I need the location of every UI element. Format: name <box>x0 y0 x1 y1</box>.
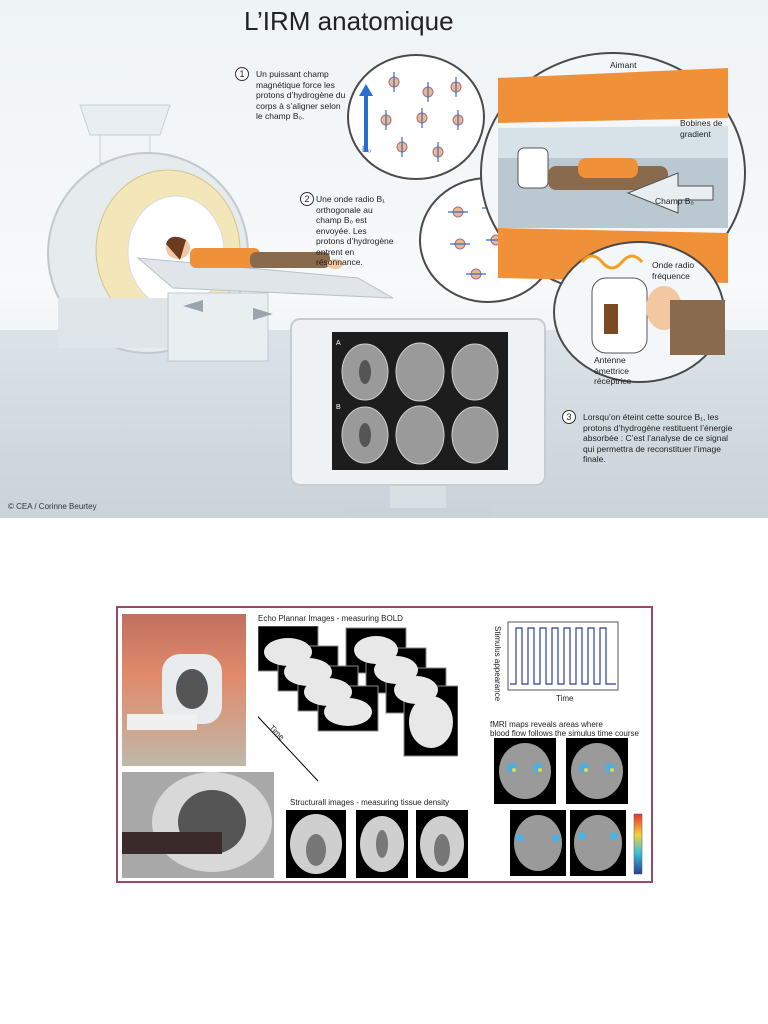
stimulus-plot <box>507 621 619 691</box>
champ-label: Champ B₀ <box>655 196 694 206</box>
protons-aligned-diagram <box>347 54 485 180</box>
structural-images <box>286 810 468 878</box>
monitor-screen: A B <box>332 332 508 470</box>
row-a-label: A <box>336 340 341 347</box>
patient-photo <box>122 772 274 878</box>
row-b-label: B <box>336 404 341 411</box>
step1-text: Un puissant champ magnétique force les p… <box>256 69 346 121</box>
step1-number: 1 <box>235 67 249 81</box>
fmri-caption-1: fMRI maps reveals areas where <box>490 720 603 729</box>
scanner-photo-art <box>127 654 222 730</box>
head-coil-diagram <box>553 241 725 383</box>
mri-scanner <box>47 152 394 362</box>
scanner-photo <box>122 614 246 766</box>
monitor-stand <box>390 486 446 508</box>
fmri-caption-2: blood flow follows the simulus time cour… <box>490 729 639 738</box>
onde-label: Onde radio fréquence <box>652 260 695 281</box>
epi-stack <box>258 626 458 782</box>
monitor-base <box>345 508 491 518</box>
epi-title: Echo Plannar Images - measuring BOLD <box>258 614 403 623</box>
mri-infographic: 1 Un puissant champ magnétique force les… <box>0 0 768 518</box>
fmri-maps <box>494 738 643 876</box>
step3-number: 3 <box>562 410 576 424</box>
stimulus-ylabel: Stimulus appearance <box>493 626 502 702</box>
bobines-label: Bobines de gradient <box>680 118 723 139</box>
patient-photo-art <box>122 772 272 872</box>
credit: © CEA / Corinne Beurtey <box>8 502 97 511</box>
fmri-figure: Echo Plannar Images - measuring BOLD Tim… <box>116 606 653 883</box>
step2-number: 2 <box>300 192 314 206</box>
step3-text: Lorsqu’on éteint cette source B₁, les pr… <box>583 412 733 464</box>
stimulus-xlabel: Time <box>556 694 574 703</box>
step2-text: Une onde radio B₁ orthogonale au champ B… <box>316 194 394 267</box>
patient-figure <box>166 236 343 269</box>
page-title: L’IRM anatomique <box>244 6 454 36</box>
antenne-label: Antenne émettrice réceptrice <box>594 355 632 386</box>
structural-title: Structurall images - measuring tissue de… <box>290 798 450 807</box>
b0-label: B₀ <box>362 144 372 154</box>
brain-slices-grid <box>341 342 499 465</box>
scanner-cutaway-diagram <box>480 52 746 294</box>
aimant-label: Aimant <box>610 60 637 70</box>
